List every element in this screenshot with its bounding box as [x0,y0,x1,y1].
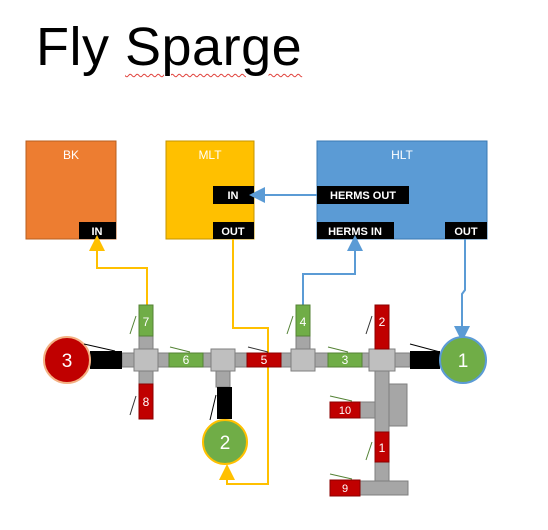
valve-3-label: 3 [342,353,349,367]
bk-label: BK [63,148,79,162]
hlt-herms-out-label: HERMS OUT [330,190,396,202]
pump-3-outlet-connector [90,351,122,369]
valve-7-handle [129,315,137,335]
pump-3-label: 3 [62,351,73,372]
valve-10-handle [329,395,353,402]
valve-5-label: 5 [261,353,268,367]
valve-1-handle [365,441,373,461]
valve-5[interactable]: 5 [246,346,282,368]
hlt-herms-in-port[interactable] [317,222,394,239]
valve-6[interactable]: 6 [168,346,204,368]
bk-vessel: BK IN [25,140,117,240]
valve-3[interactable]: 3 [327,346,363,368]
mlt-out-port[interactable] [213,222,254,239]
valve-6-handle [169,346,191,353]
flow-mlt-out-to-pump-2 [219,239,269,485]
hlt-vessel: HLT HERMS OUT HERMS IN OUT [316,140,488,240]
valve-9-handle [329,473,353,480]
valve-2-label: 2 [379,315,386,329]
valve-1[interactable]: 1 [365,431,390,463]
bk-in-port[interactable] [79,222,116,239]
flow-valve-7-to-bk-in [89,235,148,305]
hlt-herms-out-port[interactable] [317,186,409,204]
pump-3[interactable]: 3 [43,336,116,384]
valve-9-label: 9 [342,483,348,495]
valve-1-label: 1 [379,441,386,455]
valve-10[interactable]: 10 [329,395,361,419]
flow-hlt-out-to-pump-1 [454,239,470,342]
mlt-in-label: IN [228,190,239,202]
flow-valve-4-to-herms-in [302,235,363,305]
pump-1-label: 1 [458,351,469,372]
hlt-label: HLT [391,148,413,162]
mlt-label: MLT [198,148,222,162]
mlt-in-port[interactable] [213,186,254,204]
pipe-fittings [133,348,396,372]
pump-2-label: 2 [220,433,231,454]
title-word-sparge: Sparge [125,17,303,77]
pump-2[interactable]: 2 [202,394,248,465]
valve-3-handle [327,346,349,353]
mlt-vessel: MLT IN OUT [165,140,255,240]
pump-3-lead [83,343,116,352]
valve-4-label: 4 [300,315,307,329]
pump-1[interactable]: 1 [409,336,487,384]
valve-2-handle [365,315,373,335]
valve-8[interactable]: 8 [129,383,154,420]
valve-8-label: 8 [143,395,150,409]
valve-9[interactable]: 9 [329,473,361,497]
hlt-out-label: OUT [454,226,478,238]
pump-2-lead [209,394,217,421]
bk-in-label: IN [92,226,103,238]
valve-7[interactable]: 7 [129,304,154,337]
page-title: Fly Sparge [36,20,302,74]
valve-8-handle [129,395,137,416]
pump-2-connector [217,387,232,419]
pump-1-lead [409,343,441,353]
valve-4[interactable]: 4 [286,304,311,337]
valve-6-label: 6 [183,353,190,367]
hlt-out-port[interactable] [445,222,487,239]
valve-5-handle [247,346,269,353]
mlt-out-label: OUT [221,226,245,238]
valve-7-label: 7 [143,315,150,329]
valve-10-label: 10 [339,405,351,417]
hlt-herms-in-label: HERMS IN [328,226,382,238]
pump-1-inlet-connector [410,351,440,369]
valve-2[interactable]: 2 [365,304,390,350]
valve-4-handle [286,315,294,335]
title-word-fly: Fly [36,17,110,77]
